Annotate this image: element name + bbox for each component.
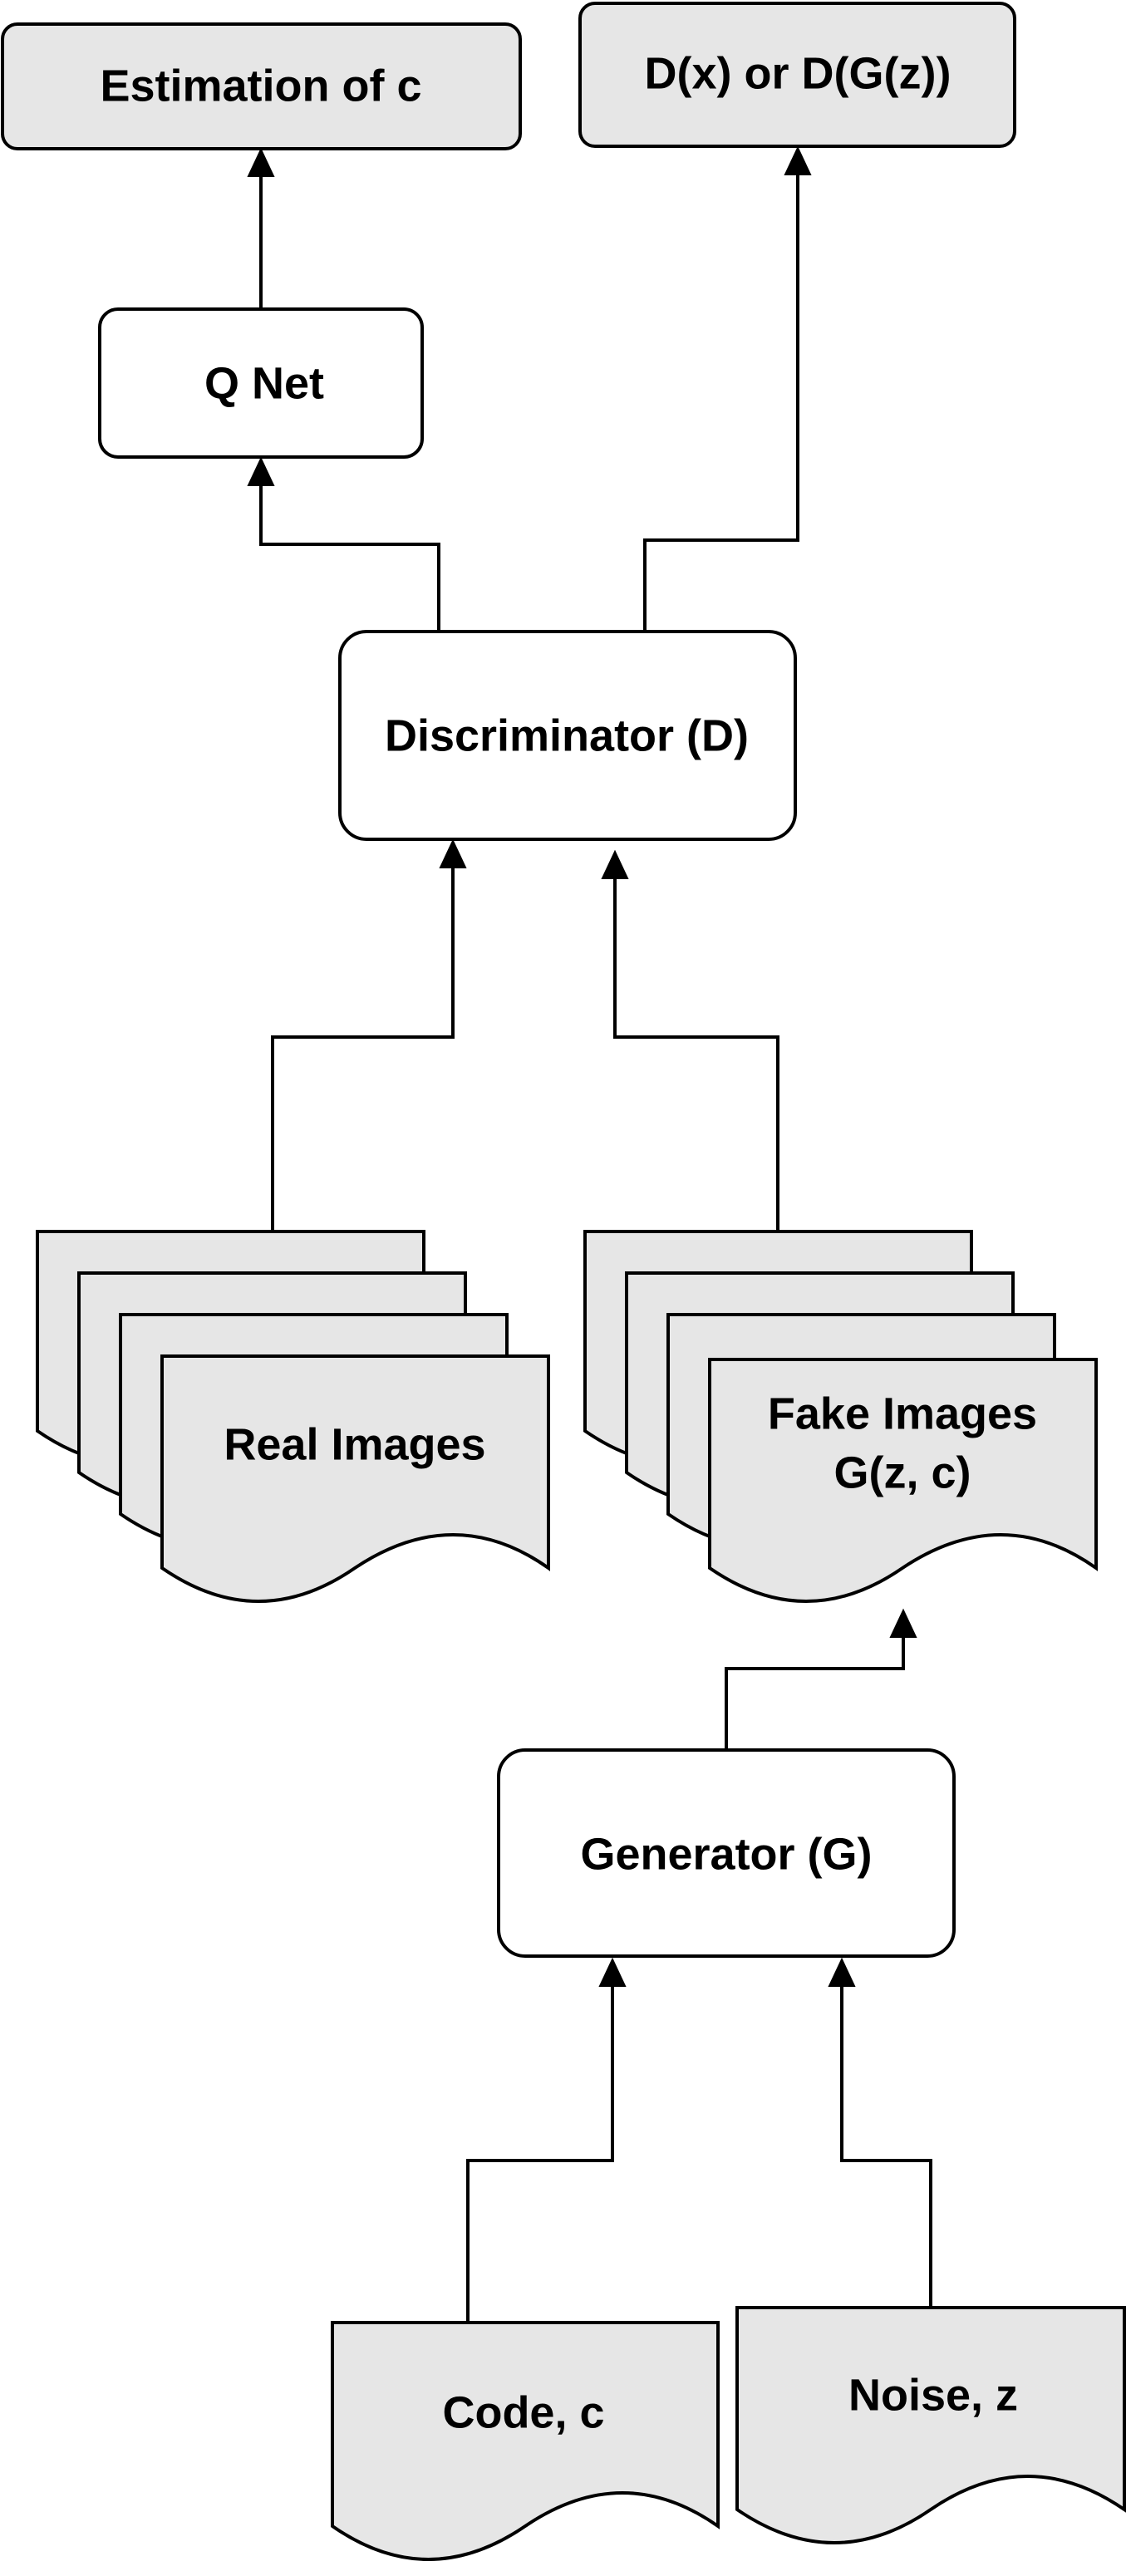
edge-discriminator-to-qnet	[247, 456, 440, 632]
q-net-node: Q Net	[98, 307, 424, 459]
edge-real-images-to-discriminator	[271, 838, 467, 1231]
estimation-of-c-node: Estimation of c	[1, 22, 522, 150]
real-image-page-4	[160, 1354, 550, 1603]
edge-code-to-generator	[466, 1957, 627, 2323]
edge-qnet-to-estimation	[247, 147, 275, 309]
code-c-node: Code, c	[331, 2321, 720, 2561]
edge-fake-images-to-discriminator	[601, 849, 779, 1231]
edge-generator-to-fake-images	[725, 1608, 917, 1750]
generator-label: Generator (G)	[580, 1829, 872, 1879]
discriminator-output-node: D(x) or D(G(z))	[578, 2, 1016, 148]
generator-node: Generator (G)	[497, 1748, 956, 1958]
fake-image-page-4	[708, 1358, 1098, 1603]
discriminator-output-label: D(x) or D(G(z))	[645, 48, 951, 98]
fake-images-label-line2: G(z, c)	[833, 1448, 971, 1497]
real-images-label: Real Images	[224, 1419, 485, 1469]
fake-images-label-line1: Fake Images	[768, 1389, 1037, 1438]
code-c-label: Code, c	[442, 2387, 604, 2437]
q-net-label: Q Net	[204, 358, 324, 408]
edge-discriminator-to-output	[643, 145, 812, 632]
fake-images-stack: Fake Images G(z, c)	[583, 1230, 1098, 1603]
discriminator-node: Discriminator (D)	[338, 630, 797, 841]
noise-z-node: Noise, z	[735, 2306, 1126, 2544]
estimation-of-c-label: Estimation of c	[100, 61, 421, 111]
edges	[247, 145, 932, 2323]
real-images-stack: Real Images	[36, 1230, 550, 1603]
edge-noise-to-generator	[828, 1957, 932, 2308]
noise-z-label: Noise, z	[848, 2370, 1018, 2420]
discriminator-label: Discriminator (D)	[385, 710, 749, 760]
